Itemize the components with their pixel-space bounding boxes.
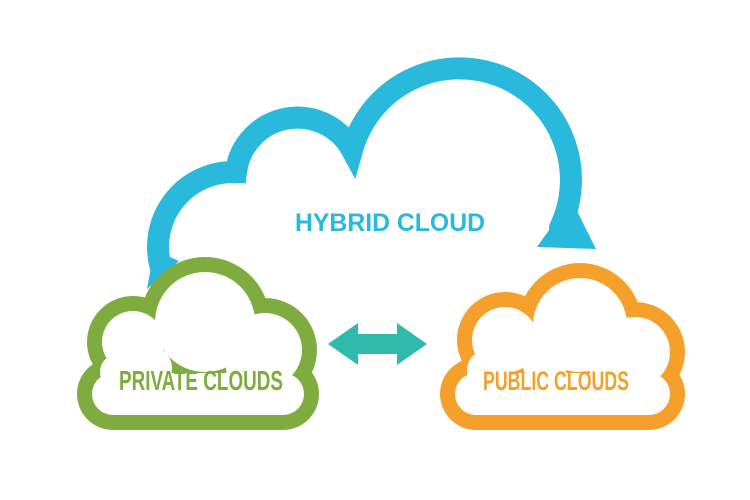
public-cloud-inner-fill bbox=[455, 278, 670, 415]
public-cloud-group: PUBLIC CLOUDS bbox=[440, 263, 685, 430]
private-cloud-inner-fill bbox=[92, 272, 304, 415]
private-cloud-label: PRIVATE CLOUDS bbox=[119, 365, 283, 396]
hybrid-cloud-outline bbox=[147, 57, 582, 282]
private-cloud-group: PRIVATE CLOUDS bbox=[77, 257, 319, 430]
public-cloud-label: PUBLIC CLOUDS bbox=[483, 366, 629, 396]
hybrid-cloud-label: HYBRID CLOUD bbox=[295, 209, 485, 237]
bidirectional-arrow-icon bbox=[328, 323, 427, 365]
hybrid-cloud-hook-tip bbox=[537, 199, 596, 249]
hybrid-cloud-tail-taper bbox=[147, 250, 179, 289]
hybrid-cloud-group: HYBRID CLOUD bbox=[147, 57, 596, 289]
